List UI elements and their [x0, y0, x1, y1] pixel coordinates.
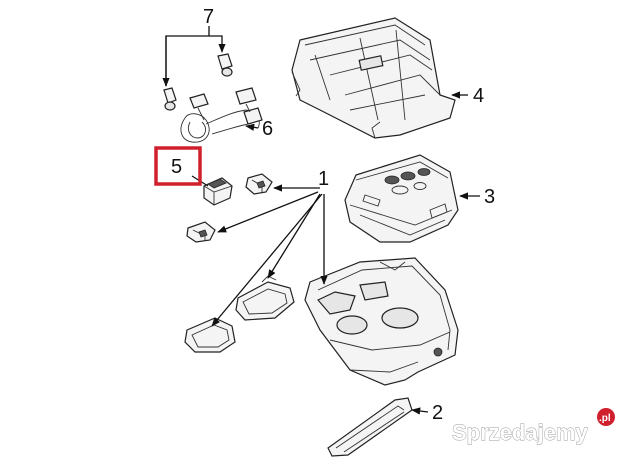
callout-1: 1: [318, 168, 329, 190]
part-1-lens-left: [184, 317, 236, 353]
part-5-switch: [203, 177, 233, 206]
callout-4: 4: [473, 85, 484, 107]
callout-2: 2: [432, 402, 443, 424]
part-1-clip-top: [245, 173, 273, 195]
callout-7: 7: [203, 6, 214, 28]
callout-6: 6: [262, 118, 273, 140]
part-7-bulb-right: [217, 53, 233, 77]
part-1-clip-bottom: [186, 221, 216, 243]
part-1-console-trim: [304, 257, 459, 386]
callout-5: 5: [171, 156, 182, 178]
part-1-lens-right: [235, 275, 295, 321]
part-3-module: [344, 154, 459, 243]
part-7-bulb-left: [163, 87, 177, 111]
part-4-housing: [291, 17, 456, 139]
callout-3: 3: [484, 186, 495, 208]
part-6-wiring-harness: [180, 87, 263, 143]
watermark-text: Sprzedajemy: [452, 420, 588, 445]
leader-lines: [162, 26, 480, 415]
callout-5-highlight-box: [154, 146, 202, 186]
watermark-logo: Sprzedajemy .pl: [452, 408, 615, 445]
part-2-strip-lens: [327, 397, 413, 457]
watermark-badge-icon: [597, 408, 615, 426]
watermark-suffix: .pl: [599, 413, 611, 424]
